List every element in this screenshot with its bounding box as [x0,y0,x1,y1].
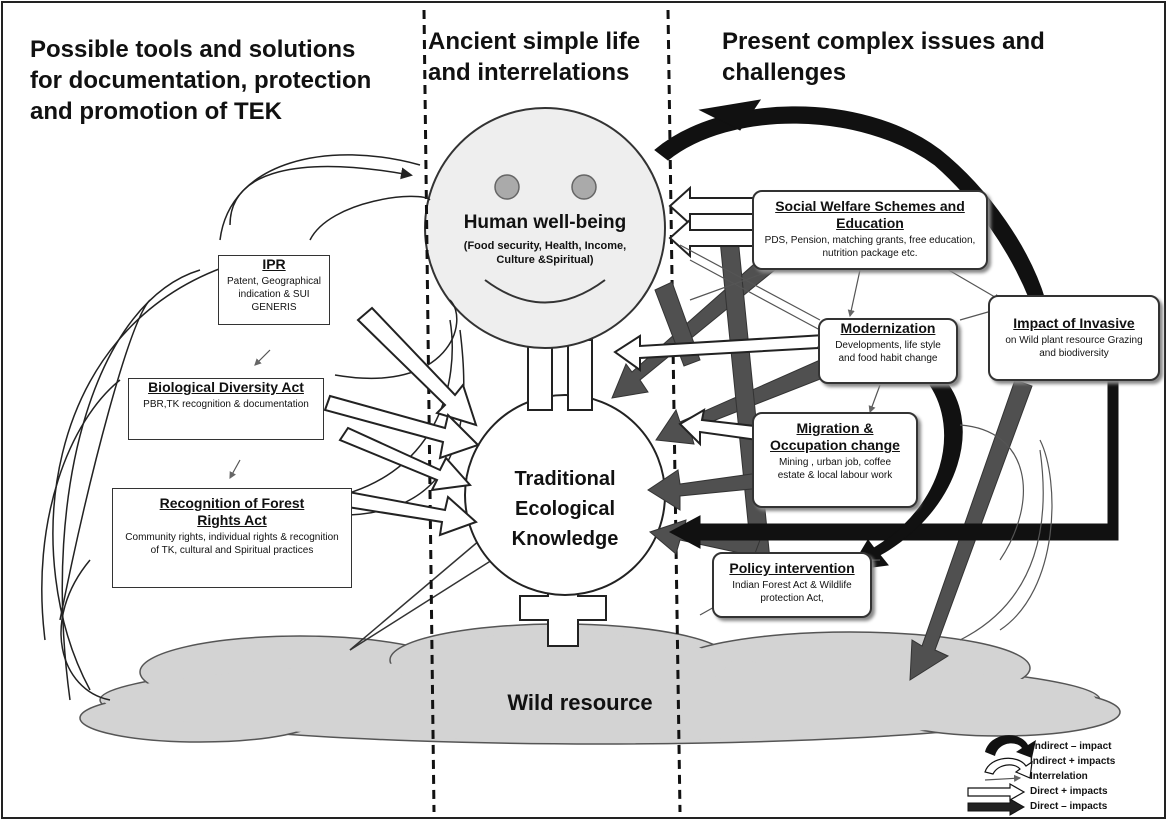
policy-title: Policy intervention [729,560,855,576]
face-smile [484,279,606,304]
plus-sign [519,567,607,647]
face-eye-right [571,174,597,200]
modernization-desc: Developments, life style and food habit … [835,340,941,364]
legend-icons [967,735,1036,816]
human-wellbeing-title: Human well-being [463,212,627,233]
modernization-title: Modernization [840,320,936,336]
header-middle: Ancient simple life and interrelations [428,28,641,86]
social-welfare-desc: PDS, Pension, matching grants, free educ… [764,235,976,259]
equal-bar-left [527,339,553,411]
invasive-box: Impact of Invasive on Wild plant resourc… [988,295,1160,381]
forest-rights-box: Recognition of Forest Rights Act Communi… [112,488,352,588]
right-hollow-arrows [613,185,827,447]
migration-box: Migration & Occupation change Mining , u… [752,412,918,508]
legend-indirect-positive: Indirect + impacts [1030,756,1116,767]
social-welfare-title: Social Welfare Schemes and Education [775,198,965,231]
biological-diversity-desc: PBR,TK recognition & documentation [143,399,309,410]
biological-diversity-box: Biological Diversity Act PBR,TK recognit… [128,378,324,440]
human-wellbeing-desc: (Food security, Health, Income, Culture … [463,240,627,266]
legend-indirect-negative: Indirect – impact [1032,741,1112,752]
policy-desc: Indian Forest Act & Wildlife protection … [732,580,852,604]
wild-resource-cloud [79,623,1121,745]
biological-diversity-title: Biological Diversity Act [148,379,304,395]
divider-left [422,9,436,813]
forest-rights-desc: Community rights, individual rights & re… [125,532,339,556]
modernization-box: Modernization Developments, life style a… [818,318,958,384]
invasive-title: Impact of Invasive [1013,315,1135,331]
face-eye-left [494,174,520,200]
header-right: Present complex issues and challenges [722,28,1045,86]
face-circle [424,107,666,349]
left-hollow-arrows [323,306,480,537]
ipr-title: IPR [262,256,286,272]
migration-desc: Mining , urban job, coffee estate & loca… [777,457,893,481]
right-thin-lines [229,244,1053,641]
ipr-desc: Patent, Geographical indication & SUI GE… [227,276,321,313]
social-welfare-box: Social Welfare Schemes and Education PDS… [752,190,988,270]
forest-rights-title: Recognition of Forest Rights Act [159,495,305,528]
tek-label: Traditional Ecological Knowledge [511,468,619,550]
header-left: Possible tools and solutions for documen… [30,36,372,125]
legend-direct-negative: Direct – impacts [1030,801,1108,812]
divider-right [666,9,682,813]
legend-direct-positive: Direct + impacts [1030,786,1108,797]
invasive-desc: on Wild plant resource Grazing and biodi… [1005,335,1143,359]
black-arrows [654,99,1119,571]
migration-title: Migration & Occupation change [770,420,900,453]
legend-interrelation: Interrelation [1030,771,1088,782]
ipr-box: IPR Patent, Geographical indication & SU… [218,255,330,325]
wild-resource-label: Wild resource [507,690,653,715]
policy-box: Policy intervention Indian Forest Act & … [712,552,872,618]
equal-bar-right [567,339,593,411]
